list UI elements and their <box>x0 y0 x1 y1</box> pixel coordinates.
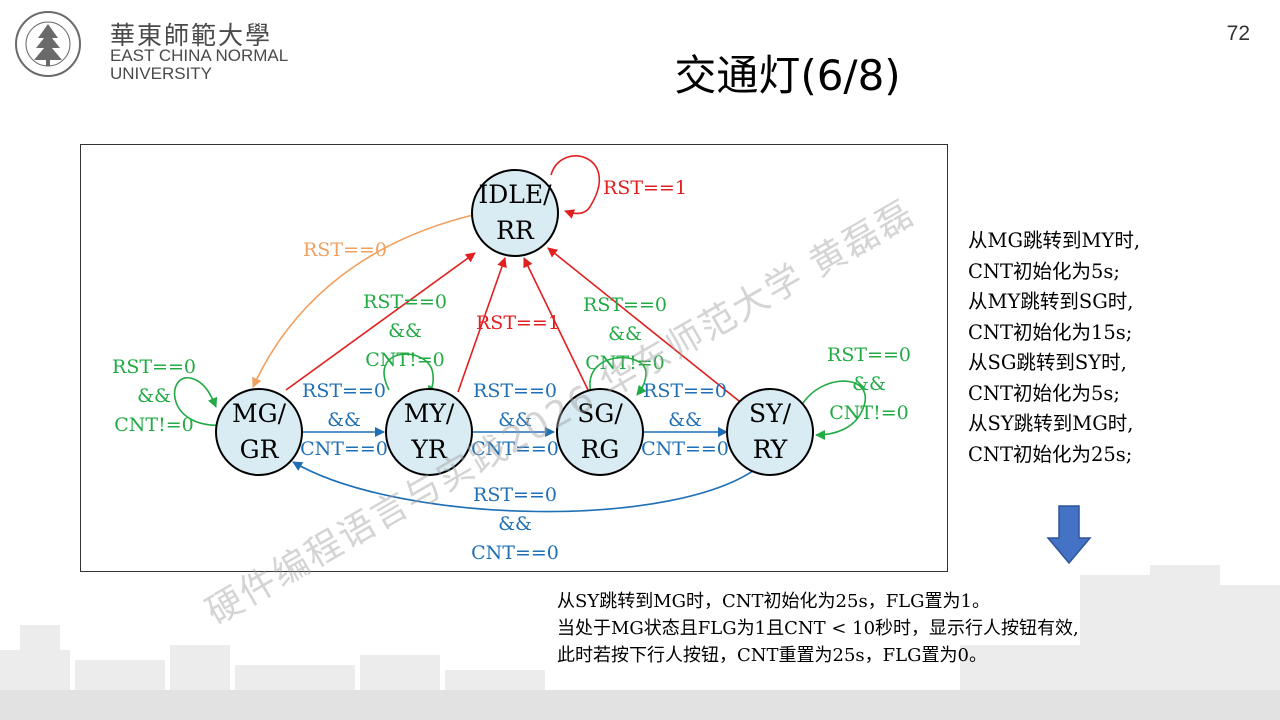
state-idle-line1: IDLE/ <box>478 180 552 209</box>
label-sy-self-line3: CNT!=0 <box>829 402 908 424</box>
state-mg-line1: MG/ <box>232 399 287 428</box>
label-sy-to-mg: RST==0 && CNT==0 <box>471 484 559 564</box>
label-mg-to-my: RST==0 && CNT==0 <box>300 380 388 460</box>
label-mg-to-my-line1: RST==0 <box>302 380 386 402</box>
note-line: CNT初始化为5s; <box>968 379 1140 410</box>
label-sy-self: RST==0 && CNT!=0 <box>827 344 911 424</box>
label-my-self: RST==0 && CNT!=0 <box>363 291 447 371</box>
label-idle-to-mg: RST==0 <box>303 239 387 261</box>
state-idle-line2: RR <box>496 216 535 245</box>
traffic-light-state-diagram: IDLE/ RR MG/ GR MY/ YR SG/ RG SY/ RY RST… <box>81 145 947 571</box>
state-mg: MG/ GR <box>216 389 302 475</box>
label-sg-to-sy: RST==0 && CNT==0 <box>641 380 729 460</box>
label-mg-self: RST==0 && CNT!=0 <box>112 356 196 436</box>
note-line: CNT初始化为25s; <box>968 440 1140 471</box>
state-sy: SY/ RY <box>727 389 813 475</box>
note-line: 从SY跳转到MG时，CNT初始化为25s，FLG置为1。 <box>557 588 1079 615</box>
state-diagram-frame: IDLE/ RR MG/ GR MY/ YR SG/ RG SY/ RY RST… <box>80 144 948 572</box>
note-line: CNT初始化为5s; <box>968 257 1140 288</box>
label-my-self-line1: RST==0 <box>363 291 447 313</box>
edge-idle-self-loop <box>551 156 599 214</box>
note-line: 此时若按下行人按钮，CNT重置为25s，FLG置为0。 <box>557 642 1079 669</box>
label-sy-self-line1: RST==0 <box>827 344 911 366</box>
note-line: 当处于MG状态且FLG为1且CNT < 10秒时，显示行人按钮有效, <box>557 615 1079 642</box>
label-sg-self-line1: RST==0 <box>583 294 667 316</box>
label-sy-self-line2: && <box>852 373 886 395</box>
note-line: CNT初始化为15s; <box>968 318 1140 349</box>
state-my-line1: MY/ <box>404 399 455 428</box>
label-sy-to-mg-line3: CNT==0 <box>471 542 559 564</box>
label-sy-to-mg-line1: RST==0 <box>473 484 557 506</box>
note-line: 从SY跳转到MG时, <box>968 409 1140 440</box>
label-to-idle: RST==1 <box>476 312 560 334</box>
state-idle: IDLE/ RR <box>472 170 558 256</box>
state-sy-line2: RY <box>753 435 788 464</box>
label-my-self-line2: && <box>388 320 422 342</box>
label-mg-to-my-line3: CNT==0 <box>300 438 388 460</box>
transition-notes: 从MG跳转到MY时, CNT初始化为5s; 从MY跳转到SG时, CNT初始化为… <box>968 226 1140 470</box>
label-mg-self-line1: RST==0 <box>112 356 196 378</box>
label-mg-self-line2: && <box>137 385 171 407</box>
state-mg-line2: GR <box>240 435 280 464</box>
label-sy-to-mg-line2: && <box>498 513 532 535</box>
label-sg-to-sy-line2: && <box>668 409 702 431</box>
note-line: 从MY跳转到SG时, <box>968 287 1140 318</box>
label-idle-self: RST==1 <box>603 177 687 199</box>
note-line: 从SG跳转到SY时, <box>968 348 1140 379</box>
state-sy-line1: SY/ <box>749 399 792 428</box>
down-arrow-icon <box>1046 505 1092 565</box>
note-line: 从MG跳转到MY时, <box>968 226 1140 257</box>
label-my-self-line3: CNT!=0 <box>365 349 444 371</box>
state-sg-line2: RG <box>581 435 620 464</box>
label-sg-to-sy-line3: CNT==0 <box>641 438 729 460</box>
slide-title: 交通灯(6/8) <box>0 42 1280 103</box>
label-mg-to-my-line2: && <box>327 409 361 431</box>
label-mg-self-line3: CNT!=0 <box>114 414 193 436</box>
pedestrian-button-notes: 从SY跳转到MG时，CNT初始化为25s，FLG置为1。 当处于MG状态且FLG… <box>557 588 1079 669</box>
